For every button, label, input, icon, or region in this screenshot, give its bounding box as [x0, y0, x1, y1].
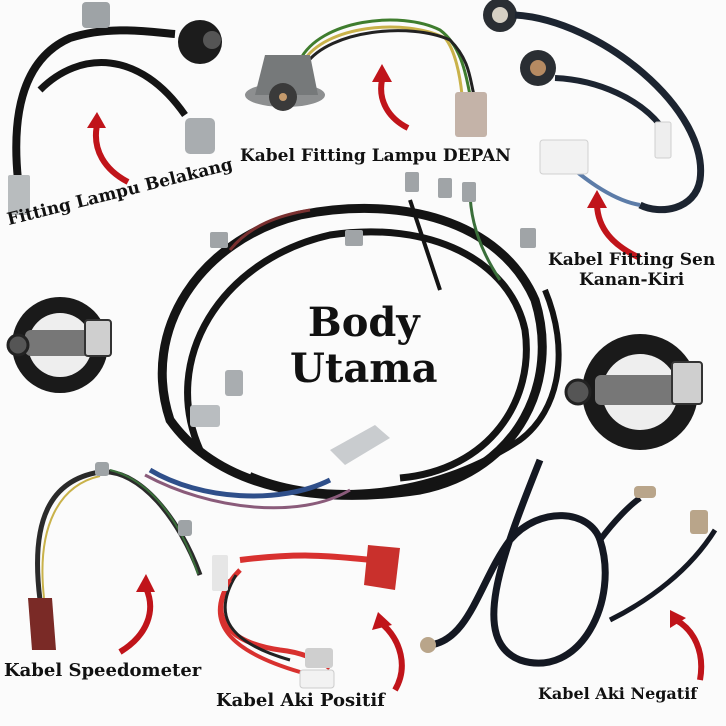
title-line2: Utama [290, 345, 438, 392]
piston-fist-logo-icon [6, 297, 112, 393]
body-utama-harness [144, 172, 562, 510]
label-kabel-aki-negatif: Kabel Aki Negatif [538, 684, 698, 703]
label-kabel-fitting-sen: Kabel Fitting Sen Kanan-Kiri [548, 250, 715, 290]
piston-fist-logo-icon [564, 334, 703, 450]
red-curved-arrow-icon [372, 612, 405, 692]
kabel-fitting-lampu-depan-part [245, 18, 487, 137]
kabel-speedometer-part [28, 462, 203, 650]
title-body-utama: Body Utama [290, 300, 438, 392]
red-curved-arrow-icon [587, 190, 642, 261]
kabel-aki-positif-part [212, 545, 400, 689]
kabel-fitting-sen-part [483, 0, 705, 214]
red-curved-arrow-icon [87, 112, 130, 185]
label-kabel-fitting-sen-line1: Kabel Fitting Sen [548, 250, 716, 270]
title-line1: Body [307, 299, 420, 346]
harness-tag [330, 425, 390, 465]
label-kabel-speedometer: Kabel Speedometer [4, 660, 202, 681]
label-kabel-fitting-lampu-depan: Kabel Fitting Lampu DEPAN [240, 146, 511, 166]
fitting-lampu-belakang-part [8, 2, 222, 215]
label-kabel-aki-positif: Kabel Aki Positif [216, 690, 385, 711]
kabel-aki-negatif-part [420, 458, 718, 667]
label-kabel-fitting-sen-line2: Kanan-Kiri [578, 270, 685, 290]
red-curved-arrow-icon [118, 574, 155, 655]
red-curved-arrow-icon [372, 64, 410, 131]
red-curved-arrow-icon [670, 610, 705, 681]
